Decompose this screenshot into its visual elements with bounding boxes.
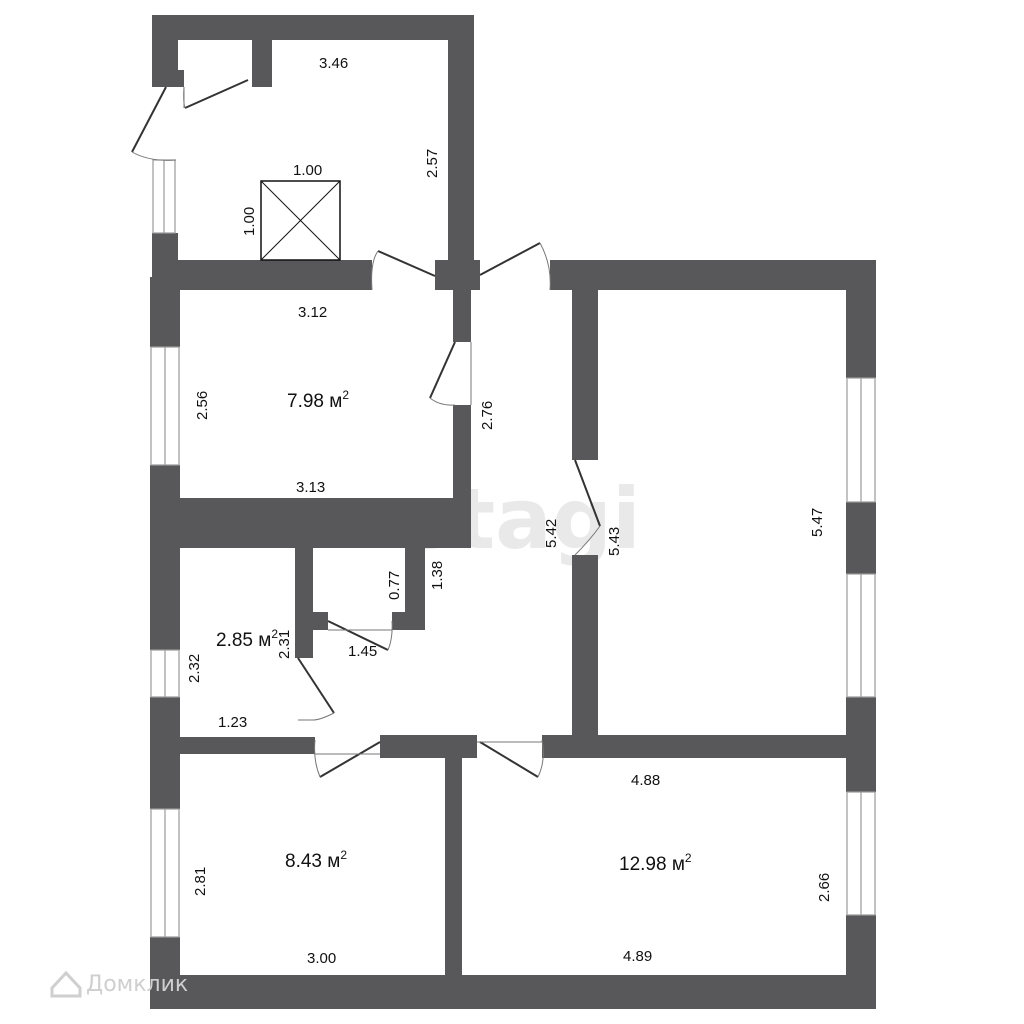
shaft-symbol xyxy=(260,180,341,261)
room-areas: 7.98 м2 2.85 м2 8.43 м2 12.98 м2 xyxy=(216,388,692,875)
dim-276: 2.76 xyxy=(479,401,496,430)
dim-488: 4.88 xyxy=(631,772,660,789)
dim-542: 5.42 xyxy=(543,519,560,548)
doors xyxy=(131,79,601,778)
dim-232: 2.32 xyxy=(186,654,203,683)
area-room-a: 7.98 м2 xyxy=(287,388,349,412)
dim-100-v: 1.00 xyxy=(241,207,258,236)
dim-313: 3.13 xyxy=(296,479,325,496)
domclick-text: Домклик xyxy=(86,972,188,997)
dim-256: 2.56 xyxy=(194,391,211,420)
dim-281: 2.81 xyxy=(192,867,209,896)
dim-547: 5.47 xyxy=(809,508,826,537)
domclick-watermark: Домклик xyxy=(50,970,188,998)
dim-257: 2.57 xyxy=(424,149,441,178)
area-room-d: 12.98 м2 xyxy=(619,851,692,875)
dim-145: 1.45 xyxy=(348,643,377,660)
dim-123: 1.23 xyxy=(218,714,247,731)
dim-346: 3.46 xyxy=(319,55,348,72)
dim-266: 2.66 xyxy=(816,873,833,902)
area-room-c: 8.43 м2 xyxy=(285,848,347,872)
dim-231: 2.31 xyxy=(276,630,293,659)
dim-543: 5.43 xyxy=(606,527,623,556)
windows xyxy=(150,159,876,938)
house-icon xyxy=(50,970,82,998)
dim-489: 4.89 xyxy=(623,948,652,965)
walls xyxy=(150,15,876,1009)
dim-138: 1.38 xyxy=(429,561,446,590)
dim-300: 3.00 xyxy=(307,950,336,967)
dim-312: 3.12 xyxy=(298,304,327,321)
dim-100-h: 1.00 xyxy=(293,162,322,179)
area-room-b: 2.85 м2 xyxy=(216,627,278,651)
dimensions: 3.46 2.57 1.00 1.00 3.12 2.56 2.76 3.13 … xyxy=(186,55,833,967)
dim-077: 0.77 xyxy=(386,571,403,600)
